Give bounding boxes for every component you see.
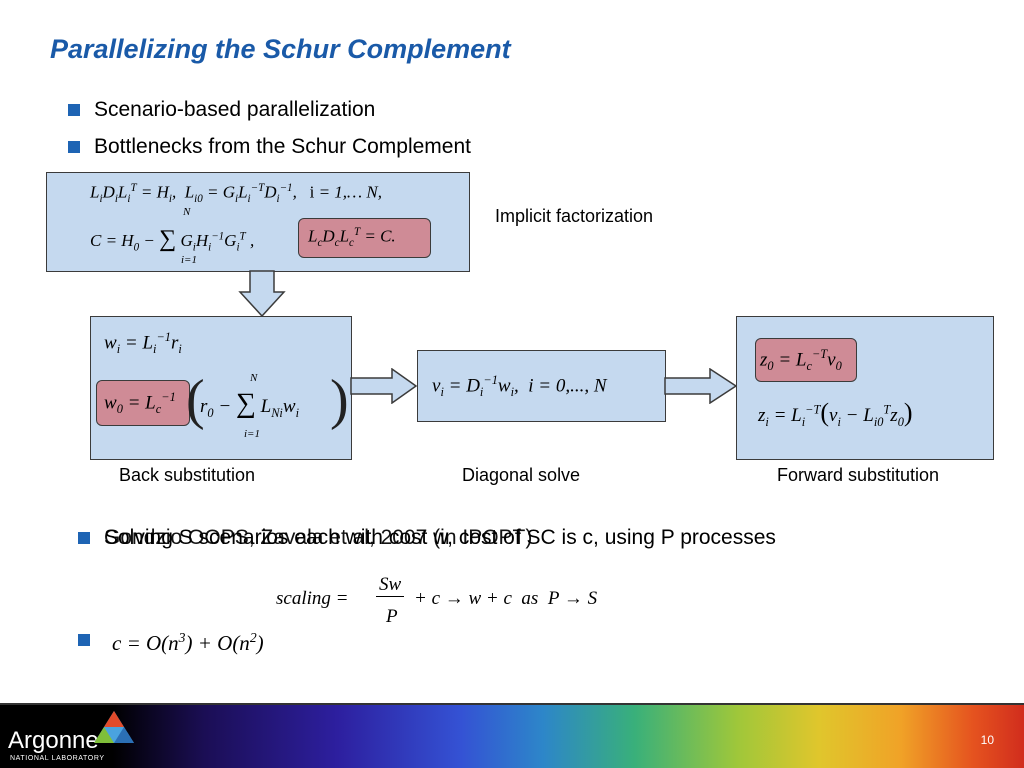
bullet-4 (78, 634, 104, 646)
bullet-text: Scenario-based parallelization (94, 98, 376, 121)
cost-formula: c = O(n3) + O(n2) (112, 630, 264, 655)
back-eq-1: wi = Li−1ri (104, 330, 182, 357)
slide-title: Parallelizing the Schur Complement (50, 34, 511, 64)
argonne-logo-subtitle: NATIONAL LABORATORY (10, 755, 105, 762)
page-number: 10 (980, 733, 994, 747)
bullet-3: Solving S scenarios each with cost w, co… (78, 526, 776, 550)
right-arrow-icon (350, 368, 418, 404)
bullet-text: Solving S scenarios each with cost w, co… (104, 526, 776, 549)
schur-factor-highlight (298, 218, 431, 258)
argonne-logo-text: Argonne (8, 727, 99, 754)
back-highlight (96, 380, 190, 426)
scaling-denominator: P (386, 606, 398, 627)
footer-bar: Argonne NATIONAL LABORATORY 10 (0, 703, 1024, 768)
bullet-text: Bottlenecks from the Schur Complement (94, 135, 471, 158)
diagonal-solve-box (417, 350, 666, 422)
footer-divider (0, 703, 1024, 705)
diagonal-solve-label: Diagonal solve (462, 465, 581, 485)
forward-highlight (755, 338, 857, 382)
sum-lower-i1: i=1 (181, 254, 197, 266)
bullet-2: Bottlenecks from the Schur Complement (68, 135, 471, 159)
fwd-eq-2: zi = Li−T(vi − Li0Tz0) (758, 398, 913, 429)
fwd-eq-1-hl: z0 = Lc−Tv0 (760, 347, 842, 374)
scaling-rhs: + c → w + c as P → S (414, 588, 598, 609)
paren-right: ) (330, 369, 349, 431)
bullet-square-icon (78, 532, 90, 544)
sum-lower-i1-2: i=1 (244, 428, 260, 440)
bullet-square-icon (68, 141, 80, 153)
down-arrow-icon (238, 270, 286, 318)
bullet-1: Scenario-based parallelization (68, 98, 375, 122)
implicit-factorization-label: Implicit factorization (495, 206, 654, 226)
back-eq-2-hl: w0 = Lc−1 (104, 390, 176, 417)
back-eq-2: r0 − ∑ LNiwi (200, 388, 299, 420)
sum-upper-N-2: N (250, 372, 258, 384)
scaling-lhs: scaling = (276, 588, 349, 609)
bullet-square-icon (78, 634, 90, 646)
factorization-eq-1: LiDiLiT = Hi, Li0 = GiLi−TDi−1, i = 1,… … (90, 182, 382, 206)
bullet-3-overlay: Gondzio OOPS, Zavala et al, 2007 (in IPO… (104, 526, 532, 550)
paren-left: ( (186, 369, 205, 431)
diag-eq: vi = Di−1wi, i = 0,..., N (432, 373, 607, 400)
argonne-logo-icon (94, 711, 134, 743)
right-arrow-icon (664, 368, 738, 404)
sum-upper-N: N (183, 206, 191, 218)
bullet-overlay-text: Gondzio OOPS, Zavala et al, 2007 (in IPO… (104, 526, 533, 549)
schur-factor-eq: LcDcLcT = C. (308, 226, 396, 250)
forward-substitution-label: Forward substitution (777, 465, 940, 485)
bullet-square-icon (68, 104, 80, 116)
scaling-numerator: Sw (376, 574, 405, 597)
back-substitution-label: Back substitution (119, 465, 256, 485)
factorization-eq-2: C = H0 − ∑ GiHi−1GiT , (90, 226, 255, 254)
